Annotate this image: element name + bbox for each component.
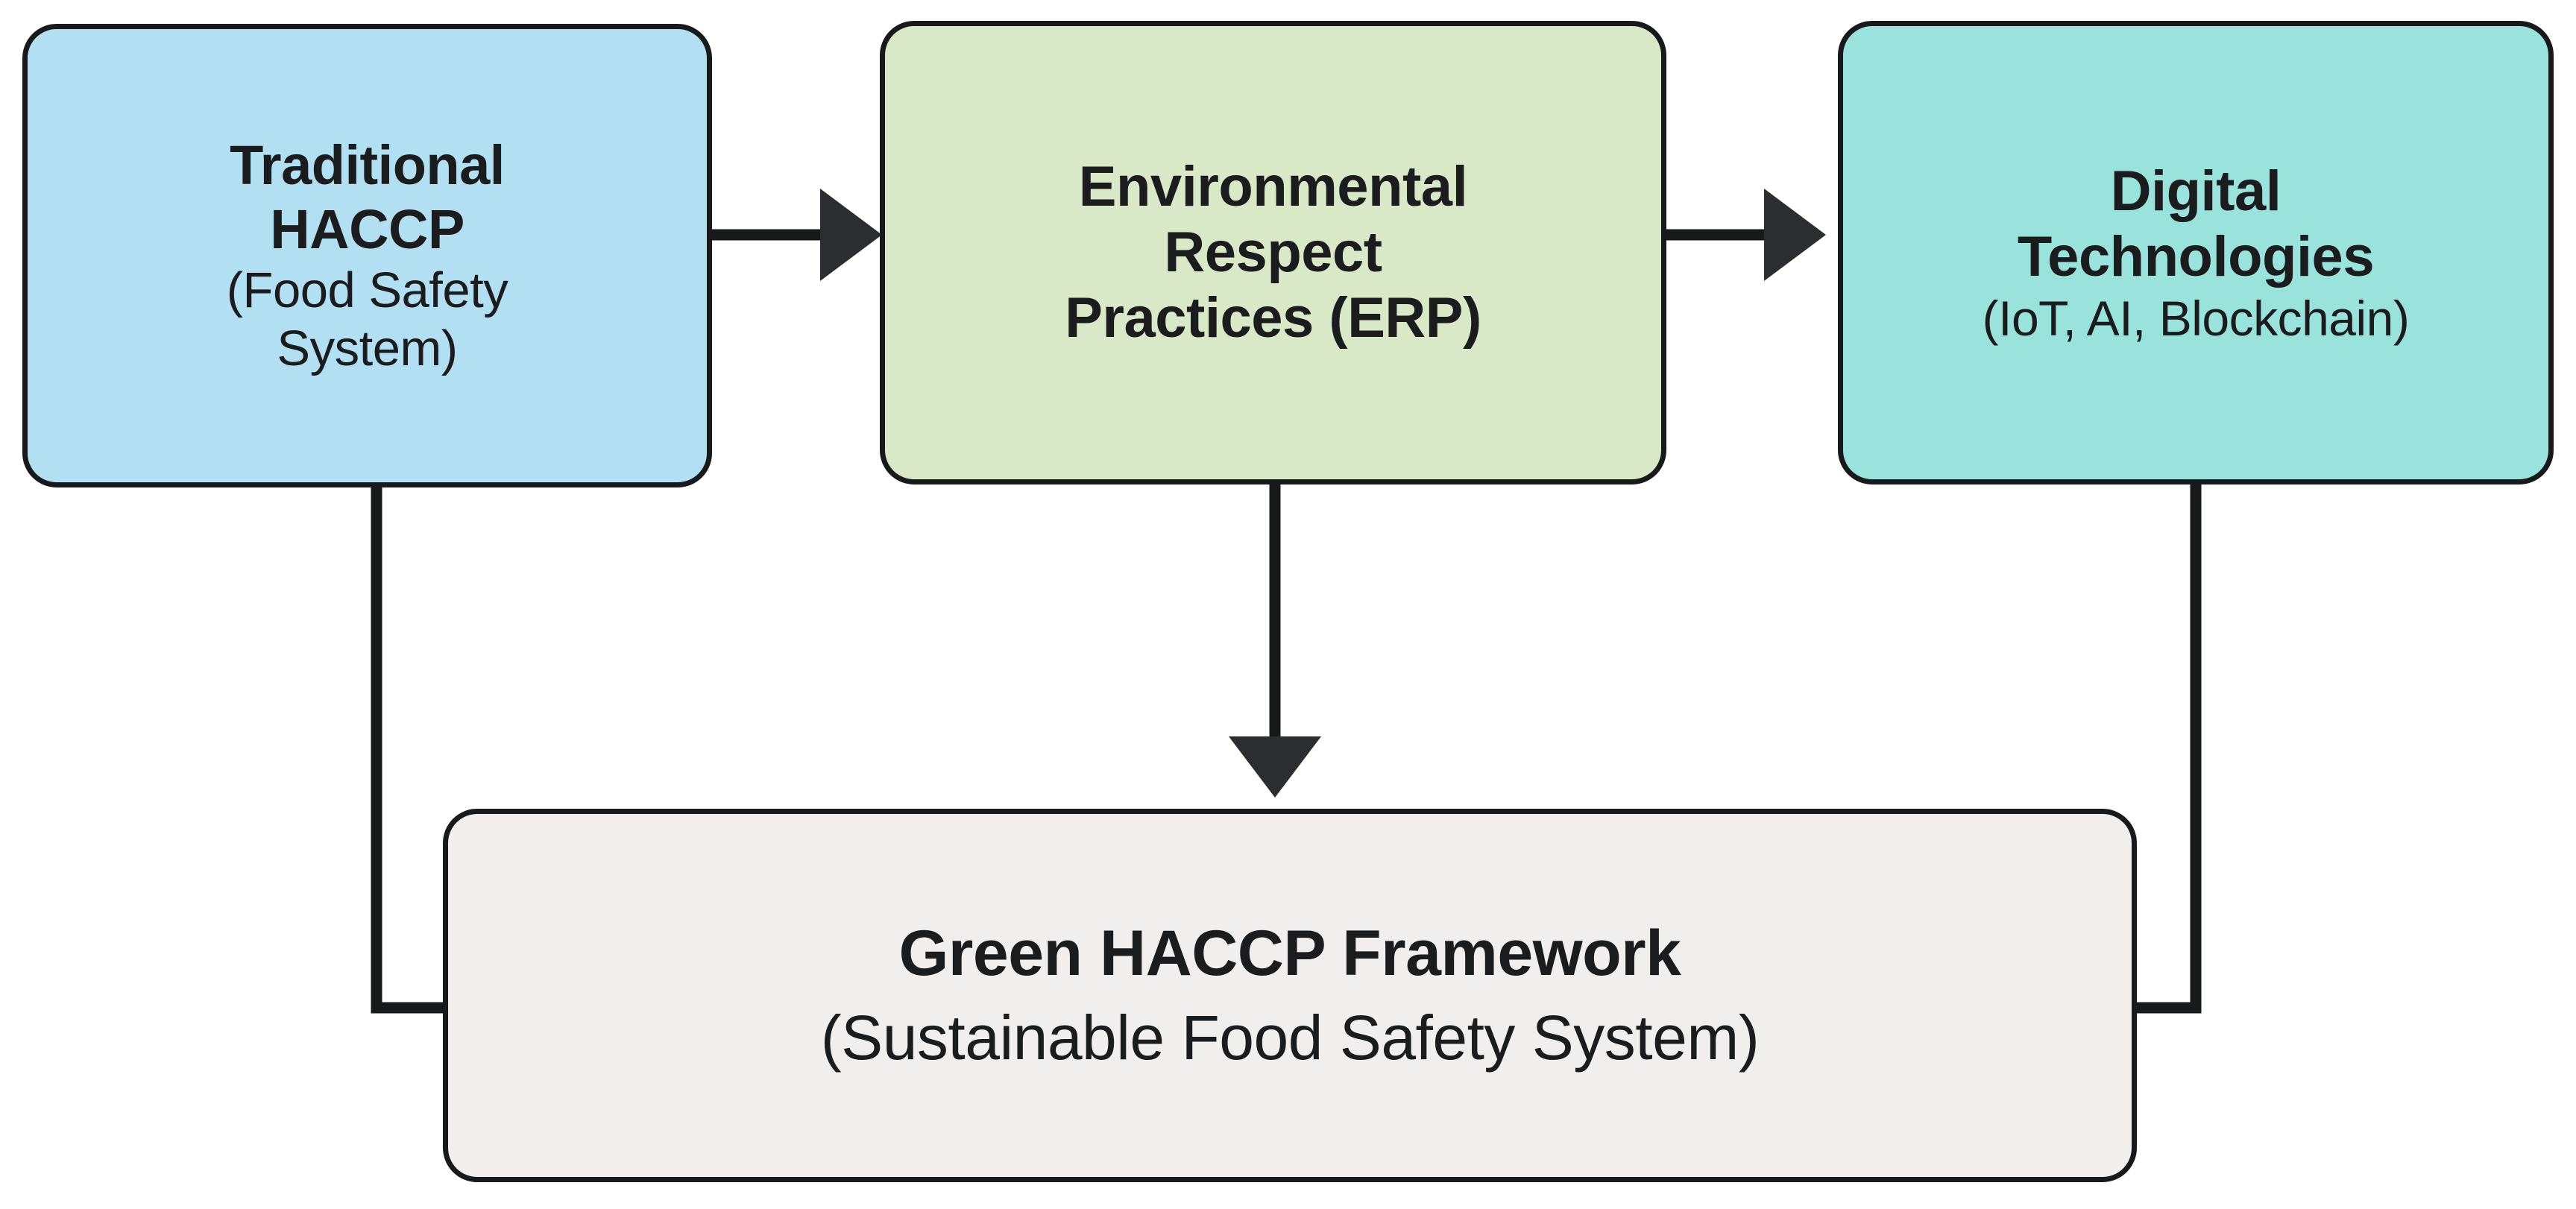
node-digital-technologies-line3: (IoT, AI, Blockchain): [1982, 290, 2410, 346]
edge-haccp-to-green: [371, 486, 448, 1014]
node-green-haccp-framework[interactable]: Green HACCP Framework (Sustainable Food …: [443, 809, 2137, 1182]
edge-erp-to-green: [1229, 484, 1321, 798]
edge-digital-to-green: [2132, 484, 2202, 1014]
node-environmental-respect-practices[interactable]: Environmental Respect Practices (ERP): [880, 21, 1666, 484]
edge-haccp-to-erp: [712, 189, 882, 281]
node-erp-line1: Environmental: [1078, 154, 1468, 218]
node-traditional-haccp-line3: (Food Safety: [226, 262, 508, 319]
node-traditional-haccp-line2: HACCP: [270, 198, 465, 261]
node-green-haccp-line2: (Sustainable Food Safety System): [820, 1002, 1760, 1073]
node-digital-technologies-line1: Digital: [2110, 159, 2281, 223]
node-digital-technologies[interactable]: Digital Technologies (IoT, AI, Blockchai…: [1838, 21, 2554, 484]
node-erp-line2: Respect: [1164, 220, 1382, 284]
edge-erp-to-digital: [1666, 189, 1826, 281]
node-traditional-haccp-line1: Traditional: [230, 134, 505, 197]
node-traditional-haccp[interactable]: Traditional HACCP (Food Safety System): [22, 24, 712, 487]
node-digital-technologies-line2: Technologies: [2017, 224, 2375, 288]
node-green-haccp-line1: Green HACCP Framework: [898, 917, 1681, 989]
node-erp-line3: Practices (ERP): [1065, 286, 1481, 350]
node-traditional-haccp-line4: System): [277, 320, 458, 376]
